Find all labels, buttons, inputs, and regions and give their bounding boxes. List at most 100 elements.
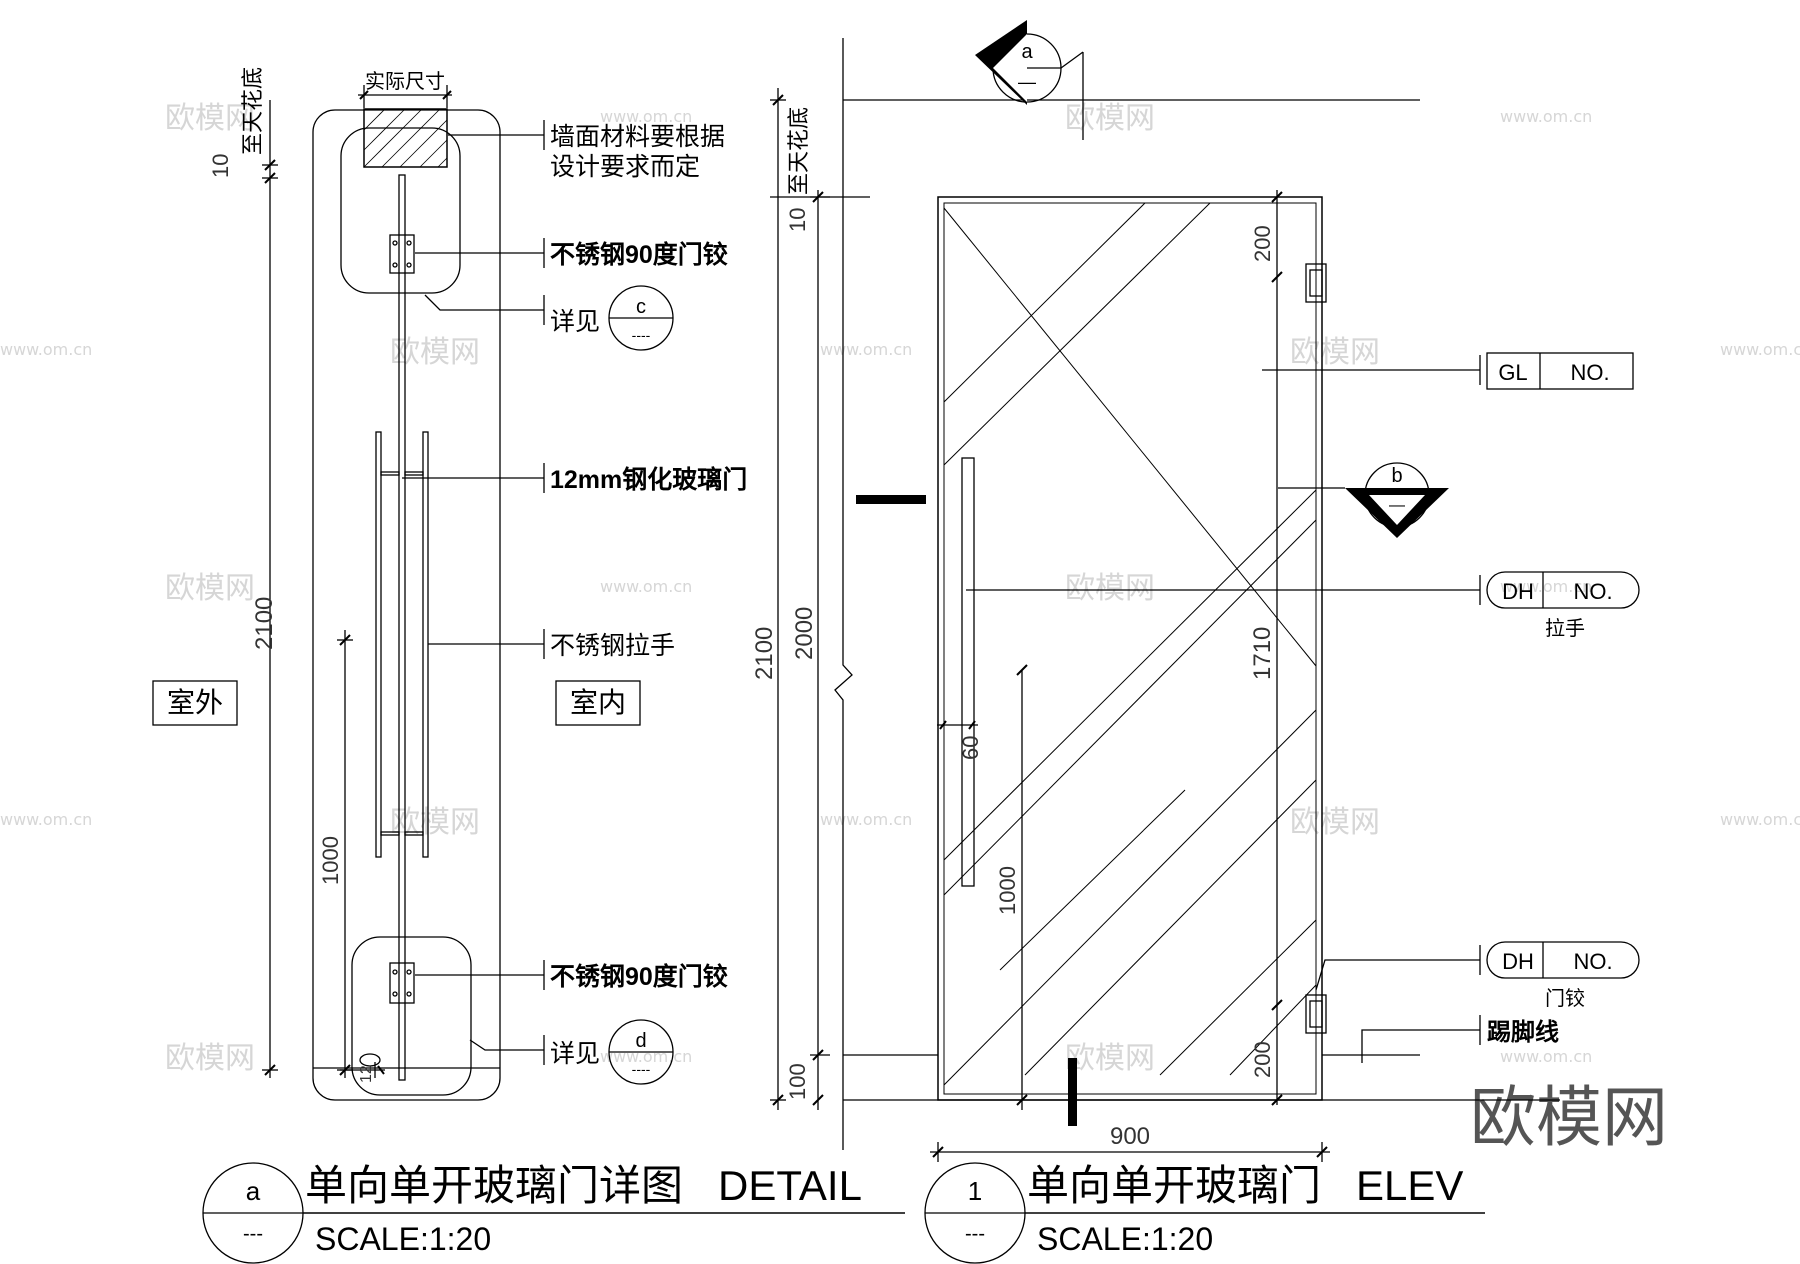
detail-title-letter: a <box>246 1176 261 1206</box>
section-cut-mark <box>1068 1058 1077 1126</box>
elev-dim-900: 900 <box>1110 1123 1150 1150</box>
tag-dh-hinge-no: NO. <box>1573 949 1612 974</box>
section-a-sheet: — <box>1018 72 1036 92</box>
watermark-url: www.om.cn <box>820 810 912 829</box>
skirting-label: 踢脚线 <box>1487 1019 1559 1046</box>
elev-dim-1000: 1000 <box>995 866 1020 915</box>
watermark-url: www.om.cn <box>600 107 692 126</box>
watermark-url: www.om.cn <box>1720 340 1800 359</box>
section-b-letter: b <box>1391 465 1402 487</box>
dim-1000: 1000 <box>318 836 343 885</box>
note-wall-line1: 墙面材料要根据 <box>550 123 725 151</box>
hinge-bottom <box>1305 994 1327 1034</box>
elev-dim-2000: 2000 <box>791 607 818 660</box>
detail-title: 单向单开玻璃门详图 DETAIL <box>305 1162 862 1209</box>
dim-12: 12 <box>358 1065 375 1083</box>
elev-scale: SCALE:1:20 <box>1037 1221 1213 1257</box>
elev-dim-200-bottom: 200 <box>1250 1041 1275 1078</box>
watermark-url: www.om.cn <box>0 810 92 829</box>
watermark-url: www.om.cn <box>0 340 92 359</box>
elev-dim-200-top: 200 <box>1250 225 1275 262</box>
watermark-url: www.om.cn <box>1500 1047 1592 1066</box>
watermark-text: 欧模网 <box>1065 101 1155 136</box>
handle-standoff <box>380 831 400 836</box>
tag-dh-handle-no: NO. <box>1573 579 1612 604</box>
glass-door-section <box>398 174 406 1081</box>
handle-standoff <box>380 471 400 476</box>
tag-dh-handle <box>1486 571 1640 609</box>
watermark-text: 欧模网 <box>390 805 480 840</box>
tag-gl-no: NO. <box>1570 360 1609 385</box>
detail-scale: SCALE:1:20 <box>315 1221 491 1257</box>
handle-standoff <box>404 831 424 836</box>
watermark-text: 欧模网 <box>1290 335 1380 370</box>
detail-section <box>152 85 905 1264</box>
elevation-section <box>770 20 1640 1264</box>
watermark-url: www.om.cn <box>820 340 912 359</box>
watermark-text: 欧模网 <box>1065 571 1155 606</box>
outside-label-box <box>152 680 238 726</box>
inside-label-box <box>555 680 641 726</box>
elev-dim-2100: 2100 <box>751 627 778 680</box>
note-see-d: 详见 <box>550 1040 600 1068</box>
watermark-text: 欧模网 <box>390 335 480 370</box>
wall-material-hatch <box>363 108 448 168</box>
section-a-letter: a <box>1021 41 1033 63</box>
elevation-text: 至天花底 10 2100 2000 100 200 1710 200 1000 … <box>751 41 1613 1257</box>
detail-outline <box>312 109 501 1101</box>
outside-label: 室外 <box>167 687 223 718</box>
bubble-c-letter: c <box>636 296 646 318</box>
section-b-sheet: — <box>1389 497 1405 514</box>
hinge-plate-bottom <box>389 962 415 1004</box>
watermark-text: 欧模网 <box>165 1041 255 1076</box>
door-frame-inner <box>943 202 1317 1095</box>
dim-2100: 2100 <box>251 597 278 650</box>
elev-title: 单向单开玻璃门 ELEV <box>1027 1162 1463 1209</box>
elev-dim-1710: 1710 <box>1249 627 1276 680</box>
bubble-c-sheet: ---- <box>632 327 651 343</box>
hinge-bottom-inner <box>1309 1000 1323 1028</box>
wall-material-block <box>363 108 448 168</box>
handle-bar <box>375 431 382 858</box>
watermark-url: www.om.cn <box>600 577 692 596</box>
watermark-logo: 欧模网 <box>1470 1079 1668 1156</box>
elev-dim-100: 100 <box>785 1063 810 1100</box>
hinge-top <box>1305 263 1327 303</box>
elev-dim-60: 60 <box>958 736 983 760</box>
watermark-text: 欧模网 <box>165 101 255 136</box>
tag-dh-hinge-caption: 门铰 <box>1545 987 1585 1010</box>
handle-standoff <box>404 471 424 476</box>
floor-pivot <box>359 1053 381 1067</box>
hinge-plate-top <box>389 234 415 274</box>
watermark-url: www.om.cn <box>1500 577 1592 596</box>
detail-title-sheet: --- <box>243 1223 263 1245</box>
watermark-text: 欧模网 <box>165 571 255 606</box>
dim-10: 10 <box>208 154 233 178</box>
watermark-text: 欧模网 <box>1065 1041 1155 1076</box>
watermark-text: 欧模网 <box>1290 805 1380 840</box>
watermark-url: www.om.cn <box>1500 107 1592 126</box>
section-cut-mark <box>856 495 926 504</box>
elev-title-sheet: --- <box>965 1223 985 1245</box>
tag-dh-hinge <box>1486 941 1640 979</box>
dim-actual-size: 实际尺寸 <box>365 70 445 93</box>
tag-gl <box>1486 352 1634 390</box>
inside-label: 室内 <box>570 687 626 718</box>
hinge-detail-box-top <box>340 127 461 294</box>
bubble-d-sheet: ---- <box>632 1061 651 1077</box>
tag-dh-handle-code: DH <box>1502 579 1534 604</box>
note-glass: 12mm钢化玻璃门 <box>550 465 747 494</box>
watermark-url: www.om.cn <box>1720 810 1800 829</box>
note-handle: 不锈钢拉手 <box>550 632 675 660</box>
ceiling-note: 至天花底 <box>240 67 265 155</box>
note-hinge-top: 不锈钢90度门铰 <box>550 240 728 269</box>
door-handle <box>961 457 975 887</box>
hinge-detail-box-bottom <box>351 936 472 1096</box>
bubble-d-letter: d <box>635 1030 646 1052</box>
hinge-top-inner <box>1309 269 1323 297</box>
wall-line <box>834 38 853 1150</box>
elev-title-num: 1 <box>968 1176 982 1206</box>
door-frame-outer <box>937 196 1323 1101</box>
note-see-c: 详见 <box>550 308 600 336</box>
